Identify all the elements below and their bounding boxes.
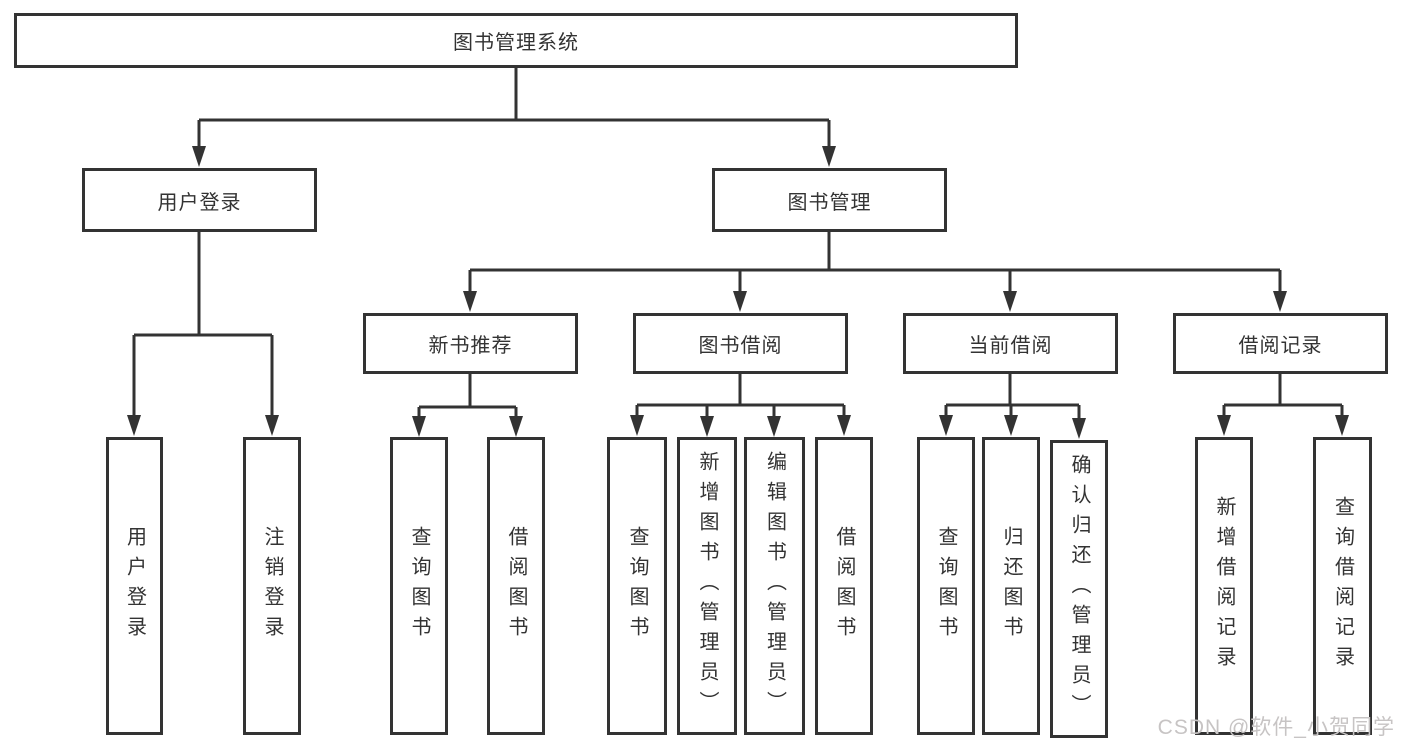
node-borrow-books-recommend: 借阅图书 xyxy=(487,437,545,735)
node-query-books-borrow: 查询图书 xyxy=(607,437,667,735)
node-label: 借阅图书 xyxy=(505,526,527,646)
node-edit-books-admin: 编辑图书（管理员） xyxy=(744,437,805,735)
node-logout: 注销登录 xyxy=(243,437,301,735)
csdn-watermark: CSDN @软件_小贺同学 xyxy=(1157,716,1395,739)
node-confirm-return-admin: 确认归还（管理员） xyxy=(1050,440,1108,738)
node-label: 归还图书 xyxy=(1000,526,1022,646)
node-label: 新书推荐 xyxy=(428,335,513,357)
node-label: 用户登录 xyxy=(123,526,146,646)
node-query-borrow-record: 查询借阅记录 xyxy=(1313,437,1372,735)
node-label: 编辑图书（管理员） xyxy=(763,451,786,721)
node-borrowing-records: 借阅记录 xyxy=(1173,313,1388,374)
node-borrow-books: 借阅图书 xyxy=(815,437,873,735)
node-label: 借阅记录 xyxy=(1238,335,1323,357)
node-label: 查询借阅记录 xyxy=(1331,496,1354,676)
node-query-books-recommend: 查询图书 xyxy=(390,437,448,735)
node-label: 查询图书 xyxy=(935,526,957,646)
node-query-books-current: 查询图书 xyxy=(917,437,975,735)
node-label: 注销登录 xyxy=(261,526,283,646)
node-label: 图书管理系统 xyxy=(453,32,579,54)
node-label: 新增图书（管理员） xyxy=(696,451,718,721)
node-user-login-leaf: 用户登录 xyxy=(106,437,163,735)
node-label: 查询图书 xyxy=(408,526,430,646)
node-label: 图书借阅 xyxy=(698,335,783,357)
node-user-login: 用户登录 xyxy=(82,168,317,232)
node-label: 用户登录 xyxy=(157,191,242,214)
node-new-book-recommendation: 新书推荐 xyxy=(363,313,578,374)
node-label: 查询图书 xyxy=(626,526,648,646)
node-add-borrow-record: 新增借阅记录 xyxy=(1195,437,1253,735)
node-label: 借阅图书 xyxy=(833,526,855,646)
node-return-books: 归还图书 xyxy=(982,437,1040,735)
node-book-management: 图书管理 xyxy=(712,168,947,232)
node-current-borrowing: 当前借阅 xyxy=(903,313,1118,374)
node-add-books-admin: 新增图书（管理员） xyxy=(677,437,737,735)
node-label: 图书管理 xyxy=(787,191,872,214)
arrowheads xyxy=(127,146,1349,439)
node-label: 确认归还（管理员） xyxy=(1068,454,1090,724)
node-label: 新增借阅记录 xyxy=(1213,496,1235,676)
node-book-borrowing: 图书借阅 xyxy=(633,313,848,374)
node-label: 当前借阅 xyxy=(968,335,1053,357)
node-library-management-system: 图书管理系统 xyxy=(14,13,1018,68)
